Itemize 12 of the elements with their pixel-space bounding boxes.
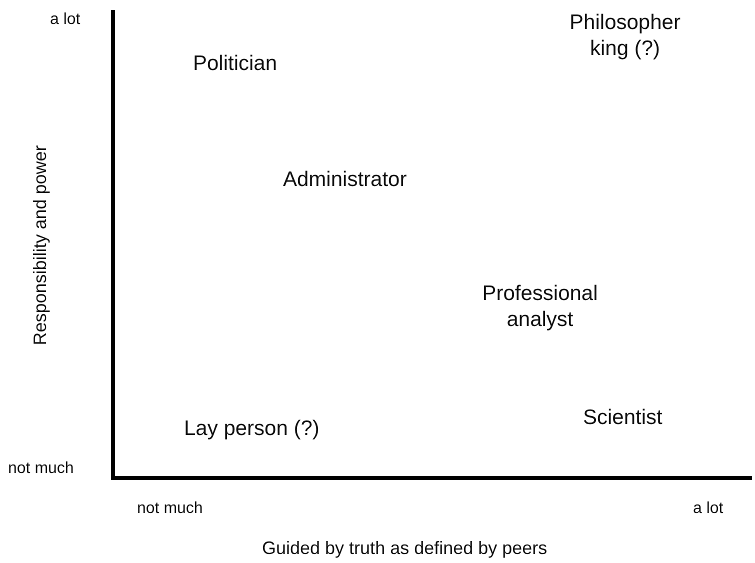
axis-tick-label: not much: [137, 499, 203, 519]
axis-tick-label: a lot: [50, 10, 80, 30]
axis-tick-label: not much: [8, 459, 74, 479]
axis-tick-label: a lot: [693, 499, 724, 519]
axis-title: Responsibility and power: [28, 144, 51, 345]
quadrant-role-label: Administrator: [283, 167, 407, 193]
quadrant-role-label: Lay person (?): [184, 416, 320, 442]
quadrant-role-label: Professional analyst: [481, 281, 599, 334]
quadrant-role-label: Politician: [193, 51, 278, 77]
axis-title: Guided by truth as defined by peers: [262, 537, 548, 560]
quadrant-role-label: Philosopher king (?): [568, 10, 682, 62]
quadrant-role-label: Scientist: [583, 405, 662, 431]
